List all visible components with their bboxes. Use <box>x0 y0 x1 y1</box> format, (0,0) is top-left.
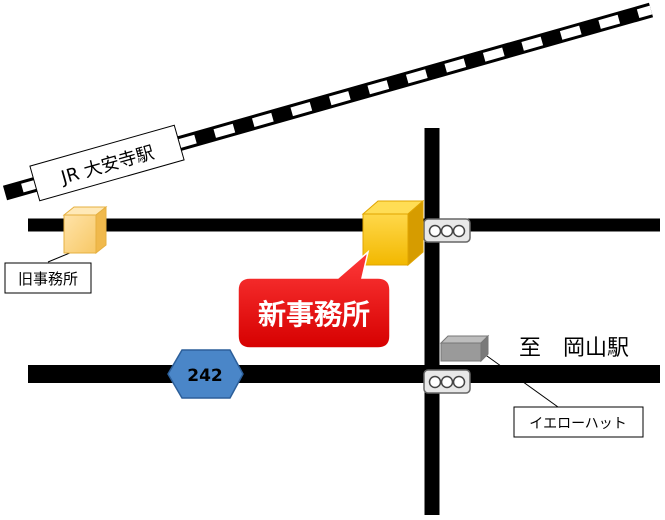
old-office-label-box: 旧事務所 <box>4 262 92 294</box>
shop-marker <box>439 334 559 408</box>
station-label-box: JR 大安寺駅 <box>29 124 185 202</box>
route-sign-icon: 242 <box>167 349 244 399</box>
new-office-label: 新事務所 <box>258 298 370 331</box>
destination-label: 至 岡山駅 <box>519 336 629 361</box>
route-number: 242 <box>187 366 223 386</box>
old-office-marker <box>47 205 108 263</box>
old-office-label: 旧事務所 <box>18 270 78 288</box>
shop-label-box: イエローハット <box>513 406 644 438</box>
roads <box>28 128 660 515</box>
new-office-marker <box>361 199 425 267</box>
new-office-callout: 新事務所 <box>237 249 391 349</box>
traffic-signal-icon <box>423 369 471 394</box>
shop-label: イエローハット <box>529 416 627 432</box>
traffic-signal-icon <box>423 218 471 243</box>
